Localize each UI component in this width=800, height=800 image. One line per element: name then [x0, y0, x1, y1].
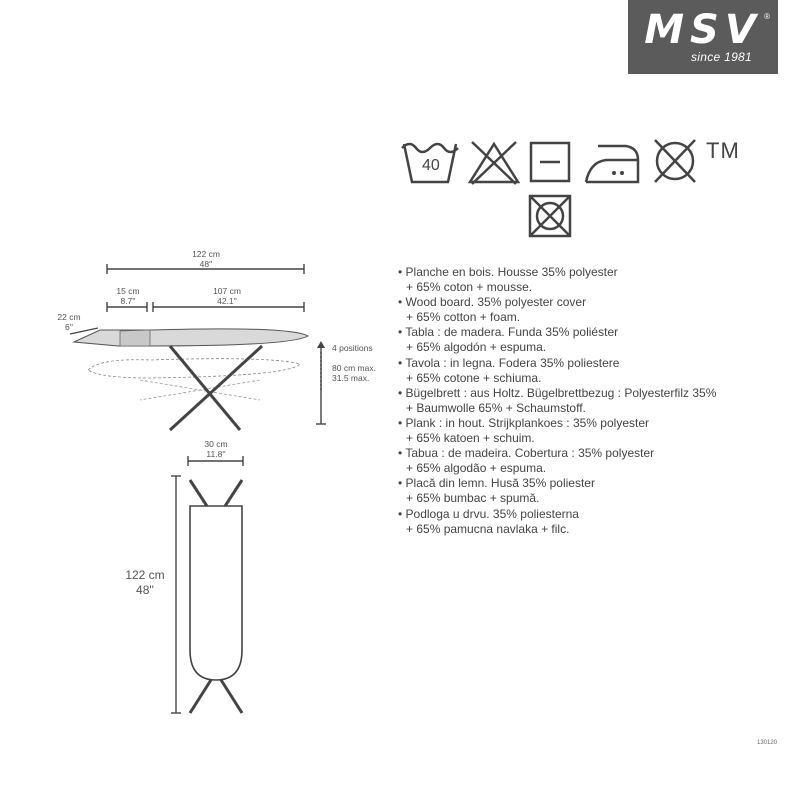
board-cm: 107 cm — [213, 286, 241, 296]
top-length-cm: 122 cm — [125, 568, 165, 582]
rest-cm: 22 cm — [57, 312, 81, 322]
iron-medium-icon — [584, 144, 640, 184]
width-in: 11.8'' — [206, 449, 226, 459]
description-line-continuation: + 65% cotone + schiuma. — [406, 370, 542, 385]
description-line: • Bügelbrett : aus Holtz. Bügelbrettbezu… — [398, 385, 717, 400]
description-line-continuation: + 65% katoen + schuim. — [406, 431, 535, 446]
product-code: 130120 — [757, 740, 778, 746]
description-line-continuation: + Baumwolle 65% + Schaumstoff. — [406, 400, 586, 415]
height-cm: 80 cm max. — [332, 363, 376, 373]
no-bleach-icon — [467, 141, 521, 185]
total-length-label: 122 cm 48'' — [180, 249, 232, 269]
extension-cm: 15 cm — [116, 286, 140, 296]
description-line-continuation: + 65% algodón + espuma. — [406, 340, 547, 355]
extension-in: 8.7'' — [120, 296, 136, 306]
trademark-mark: TM — [706, 138, 740, 163]
no-dry-clean-icon — [654, 139, 696, 183]
dry-flat-icon — [529, 141, 571, 183]
positions-label: 4 positions — [332, 343, 373, 353]
no-tumble-dry-icon — [528, 194, 572, 238]
board-length-label: 107 cm 42.1'' — [202, 286, 252, 306]
rest-in: 6'' — [65, 322, 73, 332]
material-description: • Planche en bois. Housse 35% polyester+… — [398, 265, 778, 537]
description-line: • Planche en bois. Housse 35% polyester — [398, 265, 618, 279]
logo-registered-mark: ® — [764, 12, 770, 21]
ironing-board-drawing — [69, 264, 326, 714]
rest-length-label: 22 cm 6'' — [52, 312, 86, 332]
description-line: • Tabua : de madeira. Cobertura : 35% po… — [398, 446, 655, 461]
care-symbols: 40 TM — [400, 136, 760, 246]
msv-logo: MSV ® since 1981 — [628, 0, 778, 74]
description-line: • Tavola : in legna. Fodera 35% polieste… — [398, 355, 620, 370]
top-length-in: 48'' — [136, 583, 154, 597]
description-line: • Podloga u drvu. 35% poliesterna — [398, 506, 579, 521]
description-line-continuation: + 65% bumbac + spumă. — [406, 491, 540, 506]
description-line: • Wood board. 35% polyester cover — [398, 295, 587, 310]
logo-tagline: since 1981 — [690, 50, 752, 64]
wash-temperature: 40 — [422, 157, 440, 174]
description-line-continuation: + 65% algodão + espuma. — [406, 461, 547, 476]
description-line: • Placă din lemn. Husă 35% poliester — [398, 476, 595, 491]
description-line: • Tabla : de madera. Funda 35% poliéster — [398, 325, 619, 340]
description-line-continuation: + 65% pamucna navlaka + filc. — [406, 521, 570, 536]
width-cm: 30 cm — [204, 439, 228, 449]
description-line-continuation: + 65% coton + mousse. — [406, 280, 533, 295]
total-length-cm: 122 cm — [192, 249, 220, 259]
width-label: 30 cm 11.8'' — [192, 439, 240, 459]
height-in: 31.5 max. — [332, 373, 370, 383]
wash-40-icon — [401, 142, 459, 184]
height-label: 80 cm max. 31.5 max. — [332, 363, 376, 383]
board-in: 42.1'' — [217, 296, 237, 306]
total-length-in: 48'' — [199, 259, 213, 269]
top-length-label: 122 cm 48'' — [118, 568, 172, 598]
description-line-continuation: + 65% cotton + foam. — [406, 310, 521, 325]
extension-length-label: 15 cm 8.7'' — [108, 286, 148, 306]
logo-brand: MSV — [644, 7, 762, 53]
description-line: • Plank : in hout. Strijkplankoes : 35% … — [398, 415, 649, 430]
